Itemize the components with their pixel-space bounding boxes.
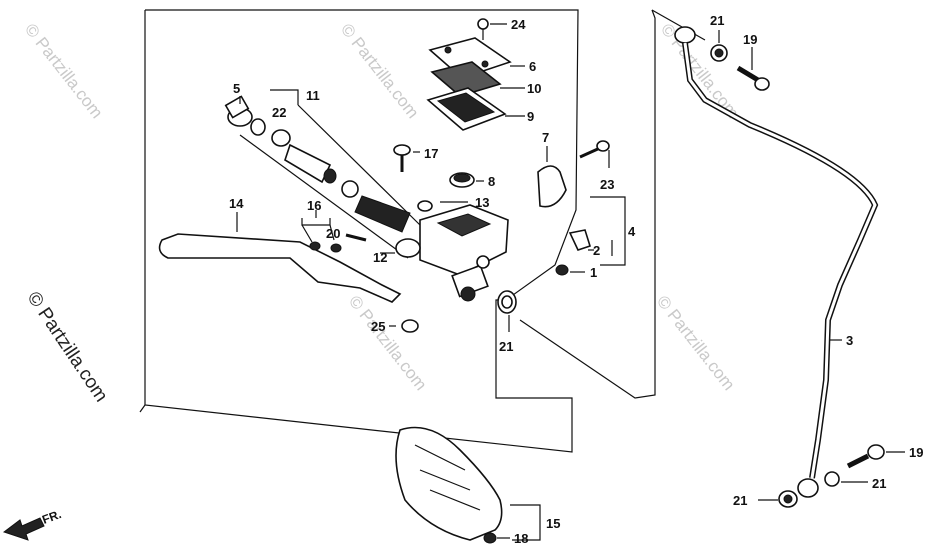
brake-hose-3 bbox=[674, 26, 879, 498]
diaphragm-9 bbox=[426, 87, 507, 131]
callout-2: 2 bbox=[593, 243, 600, 258]
callout-17: 17 bbox=[424, 146, 438, 161]
callout-21-cylinder: 21 bbox=[499, 339, 513, 354]
callout-21-bottom-right: 21 bbox=[872, 476, 886, 491]
spring bbox=[354, 195, 411, 233]
switch-2 bbox=[568, 229, 591, 251]
screw-1 bbox=[555, 264, 569, 276]
circlip-22 bbox=[250, 118, 266, 136]
bracket-4 bbox=[590, 196, 626, 266]
callout-15: 15 bbox=[546, 516, 560, 531]
callout-11: 11 bbox=[306, 88, 320, 103]
callout-18: 18 bbox=[514, 531, 528, 546]
callout-6: 6 bbox=[529, 59, 536, 74]
lever-cover-15 bbox=[395, 426, 503, 541]
callout-14: 14 bbox=[229, 196, 244, 211]
hose-frame bbox=[519, 9, 656, 399]
nut-25 bbox=[401, 319, 419, 333]
callout-25: 25 bbox=[371, 319, 385, 334]
piston bbox=[271, 129, 359, 198]
callout-13: 13 bbox=[475, 195, 489, 210]
washer-21-bottom-right bbox=[824, 471, 840, 487]
hose-frame-top bbox=[651, 9, 706, 41]
callout-24: 24 bbox=[511, 17, 526, 32]
spring-20 bbox=[345, 233, 367, 242]
callout-8: 8 bbox=[488, 174, 495, 189]
bleeder-13 bbox=[417, 200, 433, 212]
lower-group-frame bbox=[139, 404, 146, 413]
callout-1: 1 bbox=[590, 265, 597, 280]
front-direction-arrow bbox=[2, 517, 45, 541]
cap-8 bbox=[449, 172, 475, 188]
bolt-19-bottom bbox=[846, 444, 885, 469]
piston-axis bbox=[297, 104, 421, 226]
callout-21-top: 21 bbox=[710, 13, 724, 28]
callout-23: 23 bbox=[600, 177, 614, 192]
boot-5 bbox=[224, 95, 253, 127]
callout-5: 5 bbox=[233, 81, 240, 96]
master-cylinder-body bbox=[395, 204, 509, 302]
leader-11 bbox=[270, 89, 299, 105]
callout-12: 12 bbox=[373, 250, 387, 265]
bolt-23 bbox=[579, 140, 610, 159]
bolt-17 bbox=[393, 144, 411, 172]
callout-9: 9 bbox=[527, 109, 534, 124]
callout-4: 4 bbox=[628, 224, 636, 239]
pivot-bolt bbox=[309, 241, 342, 253]
piston-axis-lower bbox=[239, 134, 409, 259]
callout-21-bottom-left: 21 bbox=[733, 493, 747, 508]
callout-19-top: 19 bbox=[743, 32, 757, 47]
callout-19-bottom: 19 bbox=[909, 445, 923, 460]
bracket-16 bbox=[301, 218, 331, 226]
washer-21-top bbox=[710, 44, 728, 62]
callout-10: 10 bbox=[527, 81, 541, 96]
callout-7: 7 bbox=[542, 130, 549, 145]
bolt-19-top bbox=[736, 65, 770, 91]
holder-7 bbox=[537, 165, 567, 208]
screw-18 bbox=[483, 532, 497, 544]
screw-24 bbox=[477, 18, 507, 40]
set-plate-10 bbox=[430, 61, 502, 97]
callout-3: 3 bbox=[846, 333, 853, 348]
washer-21-cylinder bbox=[497, 290, 517, 314]
callout-22: 22 bbox=[272, 105, 286, 120]
group-frame bbox=[144, 9, 579, 453]
callout-16: 16 bbox=[307, 198, 321, 213]
washer-21-bottom-left bbox=[778, 490, 798, 508]
callout-20: 20 bbox=[326, 226, 340, 241]
bracket-15 bbox=[510, 504, 541, 541]
brake-lever-14 bbox=[158, 233, 402, 303]
front-direction-label: FR. bbox=[40, 507, 63, 527]
